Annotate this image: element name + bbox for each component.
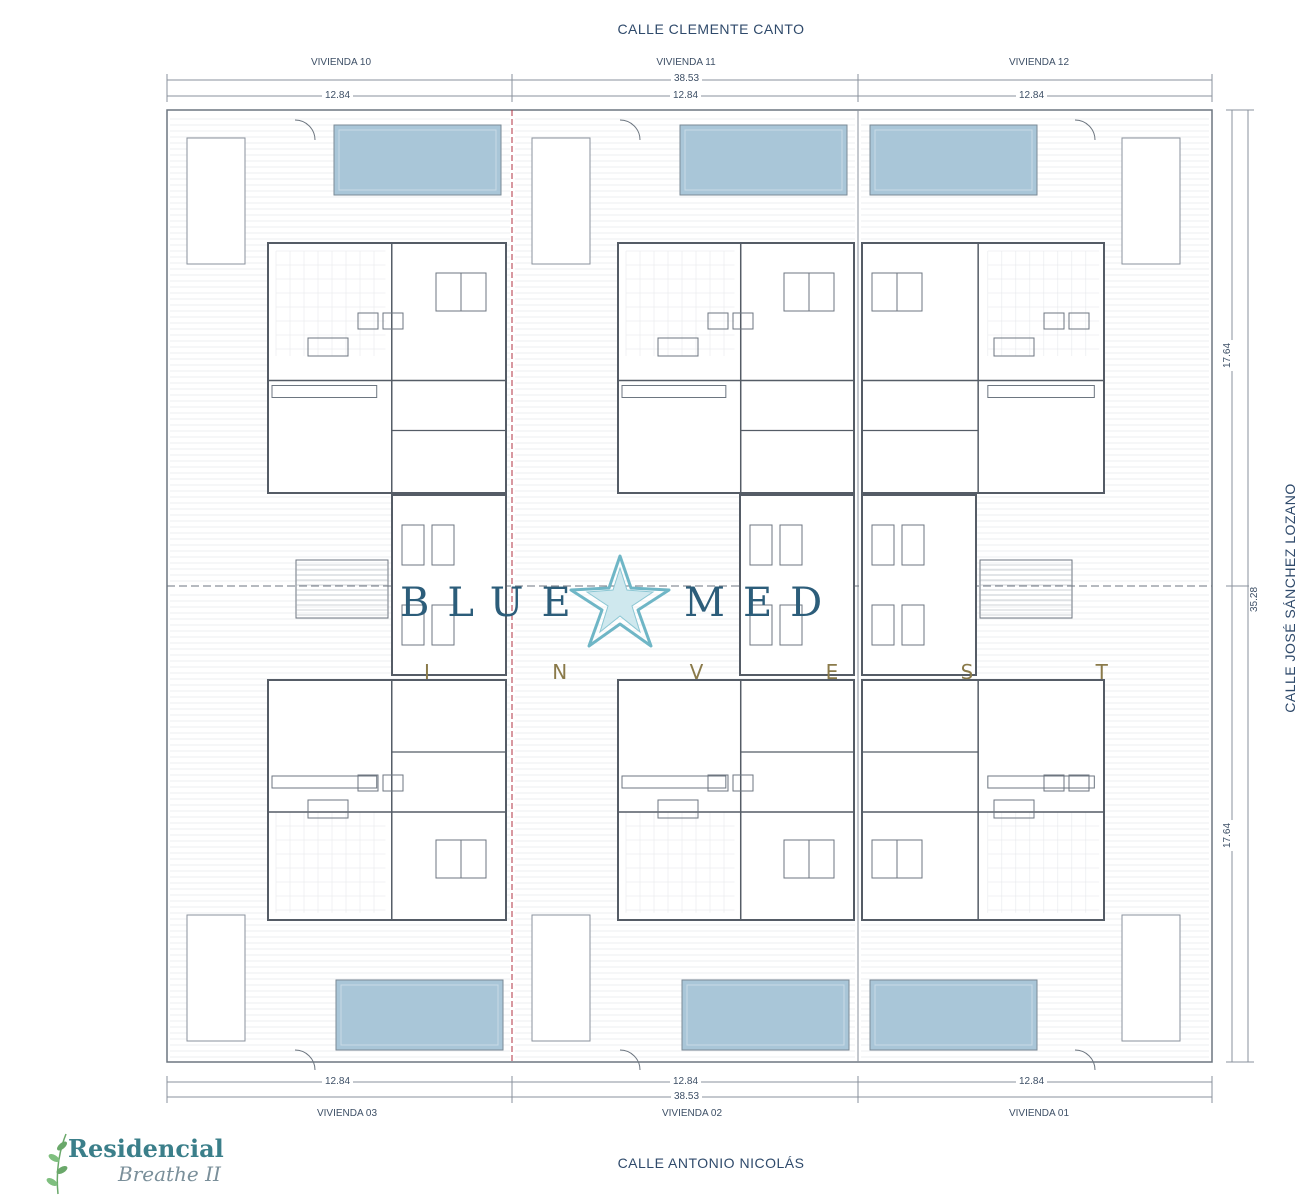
kitchen-counter <box>271 775 378 789</box>
stairs <box>295 559 389 619</box>
pool <box>333 124 502 196</box>
single-bed-icon <box>871 524 895 566</box>
pool <box>869 979 1038 1051</box>
chair-icon <box>1043 774 1065 792</box>
terrace-panel <box>531 914 591 1042</box>
door-swing <box>294 1049 316 1071</box>
house-outline <box>267 679 507 921</box>
house-outline <box>267 242 507 494</box>
table-icon <box>307 799 349 819</box>
chair-icon <box>707 312 729 330</box>
single-bed-icon <box>749 524 773 566</box>
single-bed-icon <box>749 604 773 646</box>
dimension-unit-width-top-3: 12.84 <box>1016 90 1048 101</box>
kitchen-counter <box>987 775 1095 789</box>
dimension-total-depth: 35.28 <box>1249 583 1261 616</box>
chair-icon <box>732 774 754 792</box>
chair-icon <box>1068 774 1090 792</box>
single-bed-icon <box>779 524 803 566</box>
chair-icon <box>382 774 404 792</box>
dimension-total-width-top: 38.53 <box>671 73 703 84</box>
table-icon <box>657 799 699 819</box>
chair-icon <box>382 312 404 330</box>
house-outline <box>617 679 855 921</box>
single-bed-icon <box>431 524 455 566</box>
terrace-panel <box>186 137 246 265</box>
pool-inner <box>874 984 1033 1046</box>
terrace-panel <box>531 137 591 265</box>
table-icon <box>993 337 1035 357</box>
single-bed-icon <box>431 604 455 646</box>
stairs <box>979 559 1073 619</box>
logo-text-right: MED <box>684 580 841 626</box>
single-bed-icon <box>401 524 425 566</box>
single-bed-icon <box>901 524 925 566</box>
table-icon <box>307 337 349 357</box>
door-swing <box>1074 1049 1096 1071</box>
chair-icon <box>732 312 754 330</box>
logo-subtext: I N V E S T <box>424 660 1166 684</box>
brand-title: Residencial <box>68 1134 224 1163</box>
chair-icon <box>357 312 379 330</box>
vivienda-label-top-1: VIVIENDA 10 <box>310 57 372 68</box>
dimension-total-width-bottom: 38.53 <box>671 1091 703 1102</box>
chair-icon <box>707 774 729 792</box>
house-outline <box>861 679 1105 921</box>
house-outline <box>617 242 855 494</box>
door-swing <box>619 119 641 141</box>
starfish-icon <box>569 554 671 648</box>
terrace-panel <box>1121 914 1181 1042</box>
street-north: CALLE CLEMENTE CANTO <box>617 21 805 37</box>
dimension-unit-width-bottom-1: 12.84 <box>322 1076 354 1087</box>
pool-inner <box>874 129 1033 191</box>
single-bed-icon <box>401 604 425 646</box>
dimension-half-depth-bottom: 17.64 <box>1222 819 1234 852</box>
pool <box>869 124 1038 196</box>
brand-logo: Residencial Breathe II <box>38 1128 238 1198</box>
terrace-panel <box>1121 137 1181 265</box>
pool-inner <box>338 129 497 191</box>
house-outline <box>861 242 1105 494</box>
brand-subtitle: Breathe II <box>118 1162 221 1186</box>
street-south: CALLE ANTONIO NICOLÁS <box>617 1155 805 1171</box>
vivienda-label-bottom-2: VIVIENDA 02 <box>661 1108 723 1119</box>
kitchen-counter <box>621 775 727 789</box>
single-bed-icon <box>901 604 925 646</box>
pool-inner <box>340 984 499 1046</box>
door-swing <box>294 119 316 141</box>
kitchen-counter <box>987 385 1095 398</box>
vivienda-label-bottom-1: VIVIENDA 03 <box>316 1108 378 1119</box>
pool <box>679 124 848 196</box>
single-bed-icon <box>779 604 803 646</box>
table-icon <box>993 799 1035 819</box>
vivienda-label-bottom-3: VIVIENDA 01 <box>1008 1108 1070 1119</box>
chair-icon <box>1043 312 1065 330</box>
dimension-half-depth-top: 17.64 <box>1222 339 1234 372</box>
terrace-panel <box>186 914 246 1042</box>
bedroom-block <box>861 494 977 676</box>
dimension-unit-width-top-2: 12.84 <box>670 90 702 101</box>
chair-icon <box>1068 312 1090 330</box>
logo-text-left: BLUE <box>400 580 589 626</box>
vivienda-label-top-2: VIVIENDA 11 <box>656 57 716 68</box>
chair-icon <box>357 774 379 792</box>
pool-inner <box>686 984 845 1046</box>
door-swing <box>619 1049 641 1071</box>
dimension-unit-width-bottom-2: 12.84 <box>670 1076 702 1087</box>
kitchen-counter <box>621 385 727 398</box>
kitchen-counter <box>271 385 378 398</box>
vivienda-label-top-3: VIVIENDA 12 <box>1008 57 1070 68</box>
table-icon <box>657 337 699 357</box>
single-bed-icon <box>871 604 895 646</box>
pool <box>681 979 850 1051</box>
dimension-unit-width-top-1: 12.84 <box>322 90 354 101</box>
pool-inner <box>684 129 843 191</box>
dimension-unit-width-bottom-3: 12.84 <box>1016 1076 1048 1087</box>
door-swing <box>1074 119 1096 141</box>
leaf-icon <box>46 1133 68 1195</box>
pool <box>335 979 504 1051</box>
